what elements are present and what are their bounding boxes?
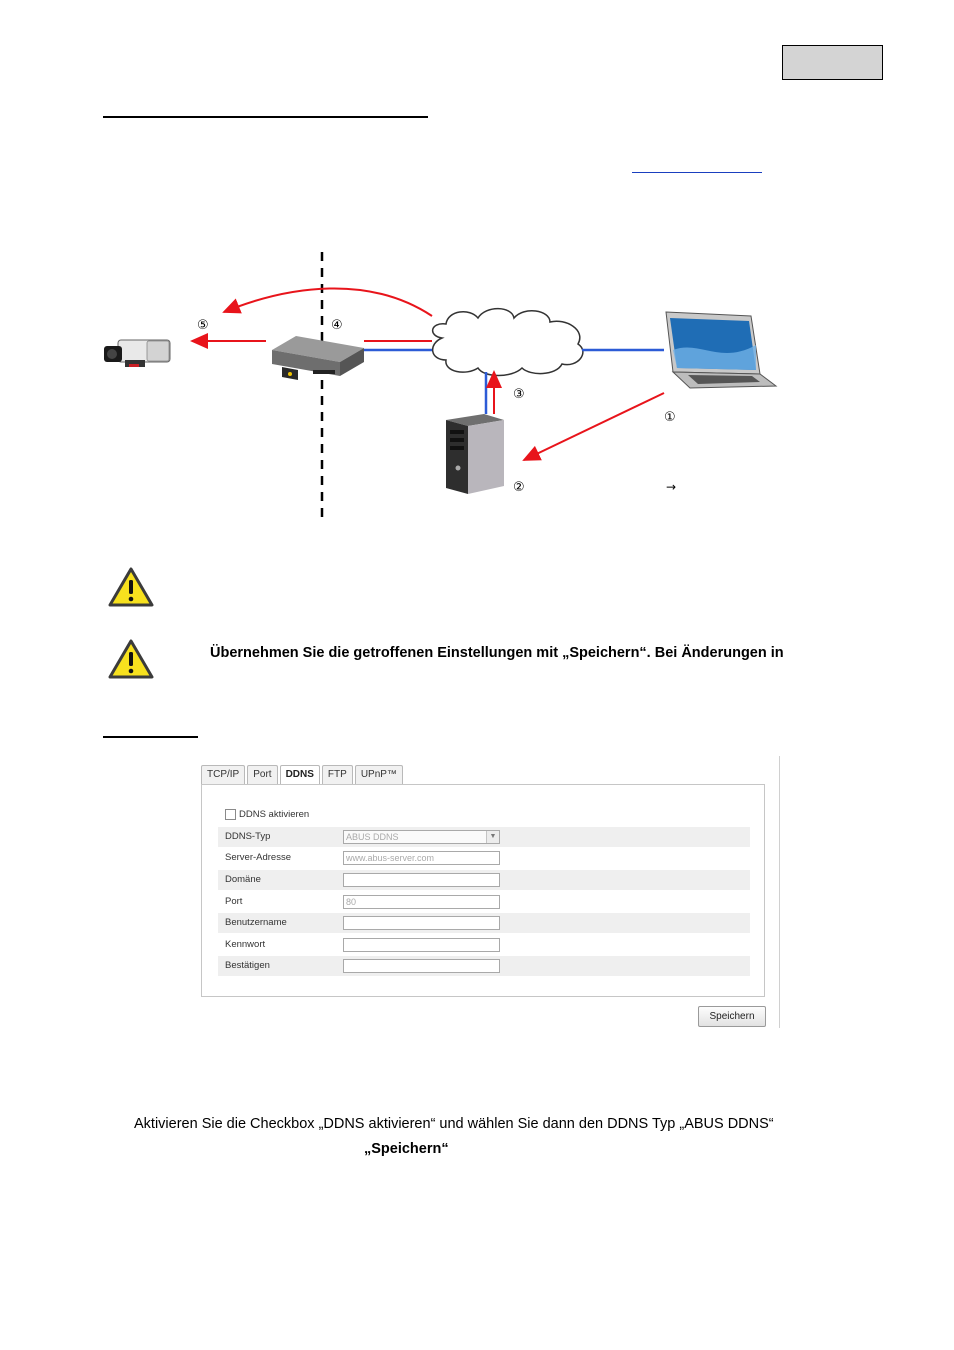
tab-upnp[interactable]: UPnP™ (354, 765, 403, 784)
username-input[interactable] (343, 916, 500, 930)
ddns-type-value: ABUS DDNS (346, 832, 399, 842)
heading-underline (103, 116, 428, 118)
form-row-ddns-type: DDNS-Typ ABUS DDNS ▼ (218, 827, 750, 847)
chevron-down-icon[interactable]: ▼ (486, 831, 499, 843)
server-address-input[interactable]: www.abus-server.com (343, 851, 500, 865)
settings-tab-bar: TCP/IP Port DDNS FTP UPnP™ (201, 765, 405, 786)
ddns-enable-label: DDNS aktivieren (239, 809, 310, 820)
warning-icon (108, 567, 154, 607)
instruction-text: Aktivieren Sie die Checkbox „DDNS aktivi… (134, 1116, 774, 1132)
field-label: DDNS-Typ (225, 831, 271, 842)
arrow-glyph: → (666, 480, 676, 494)
password-input[interactable] (343, 938, 500, 952)
step-label-3: ③ (513, 387, 525, 402)
link-underline[interactable] (632, 172, 762, 173)
form-row-confirm: Bestätigen (218, 956, 750, 976)
ddns-network-diagram: ⑤ ④ ③ ① ② → (104, 252, 778, 518)
field-label: Domäne (225, 874, 261, 885)
internet-cloud-icon (432, 307, 584, 377)
red-arrow (522, 392, 665, 461)
tab-port[interactable]: Port (247, 765, 278, 784)
form-row-domain: Domäne (218, 870, 750, 890)
router-icon (272, 336, 364, 380)
warning-icon (108, 639, 154, 679)
section-heading-underline (103, 736, 198, 738)
tab-tcpip[interactable]: TCP/IP (201, 765, 246, 784)
ddns-enable-row: DDNS aktivieren (225, 809, 309, 820)
laptop-client-icon (665, 311, 778, 389)
port-input[interactable]: 80 (343, 895, 500, 909)
ddns-server-icon (446, 414, 504, 494)
language-indicator-box (782, 45, 883, 80)
tab-ddns[interactable]: DDNS (279, 765, 320, 786)
field-label: Port (225, 896, 243, 907)
instruction-text-bold: „Speichern“ (364, 1141, 449, 1157)
ddns-type-select[interactable]: ABUS DDNS ▼ (343, 830, 500, 844)
form-row-password: Kennwort (218, 935, 750, 955)
field-label: Kennwort (225, 939, 266, 950)
confirm-password-input[interactable] (343, 959, 500, 973)
save-button[interactable]: Speichern (698, 1006, 766, 1027)
field-label: Benutzername (225, 917, 287, 928)
tab-ftp[interactable]: FTP (321, 765, 353, 784)
step-label-5: ⑤ (197, 318, 209, 333)
step-label-2: ② (513, 480, 525, 495)
field-label: Bestätigen (225, 960, 270, 971)
step-label-1: ① (664, 410, 676, 425)
domain-input[interactable] (343, 873, 500, 887)
ip-camera-icon (104, 339, 171, 367)
form-row-port: Port 80 (218, 892, 750, 912)
save-notice-text: Übernehmen Sie die getroffenen Einstellu… (210, 645, 784, 661)
step-label-4: ④ (331, 318, 343, 333)
panel-frame-edge (779, 756, 780, 1028)
form-row-username: Benutzername (218, 913, 750, 933)
ddns-enable-checkbox[interactable] (225, 809, 236, 820)
field-label: Server-Adresse (225, 852, 291, 863)
form-row-server-address: Server-Adresse www.abus-server.com (218, 848, 750, 868)
red-arc-arrow (222, 287, 433, 317)
